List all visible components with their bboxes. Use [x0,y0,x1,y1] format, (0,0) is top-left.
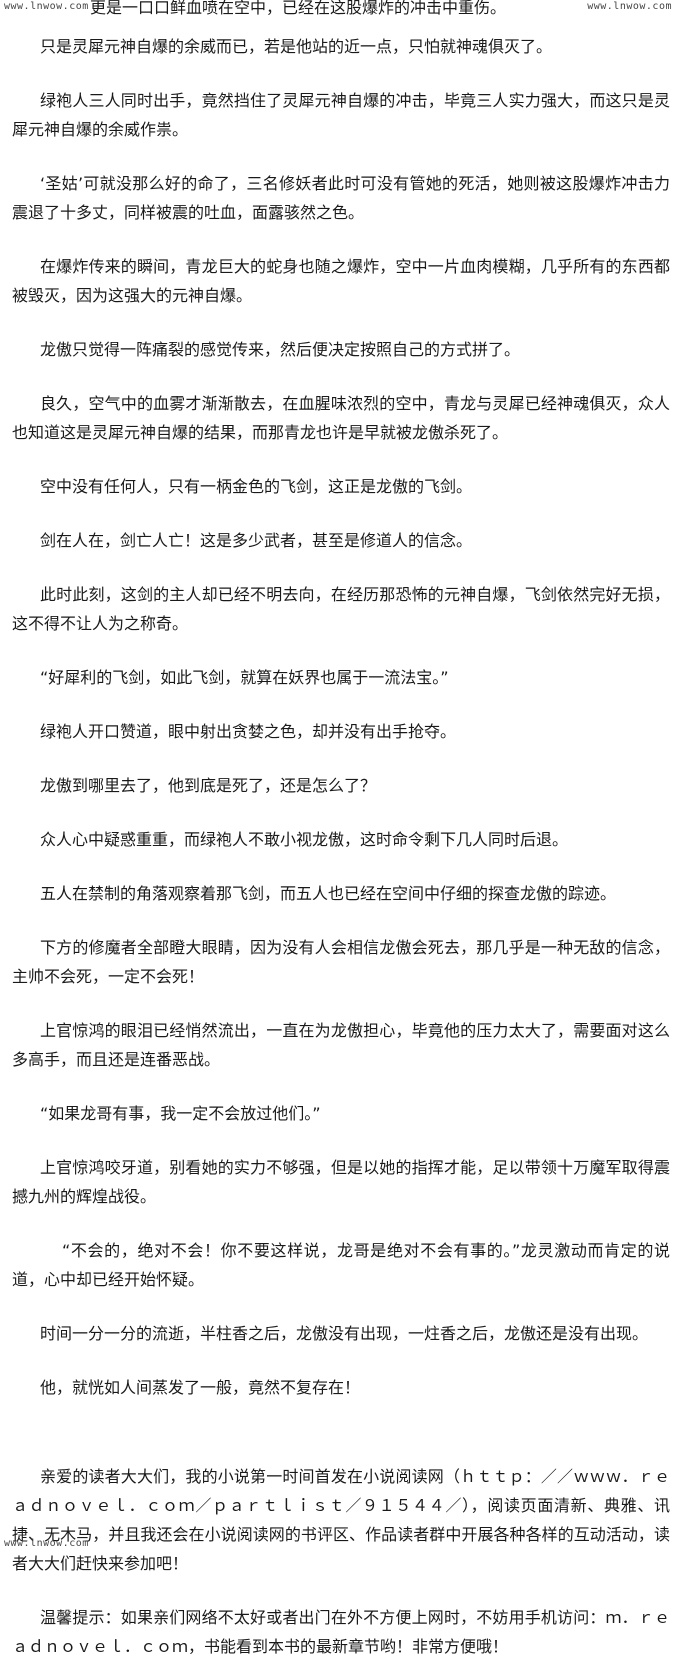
paragraph: 剑在人在，剑亡人亡！这是多少武者，甚至是修道人的信念。 [40,531,473,550]
reader-notice: 亲爱的读者大大们，我的小说第一时间首发在小说阅读网（ｈｔｔｐ：／／ｗｗｗ．ｒｅａ… [12,1467,670,1573]
watermark-top-right: www.lnwow.com [587,1,672,12]
paragraph: 他，就恍如人间蒸发了一般，竟然不复存在！ [40,1378,361,1397]
paragraph: 只是灵犀元神自爆的余威而已，若是他站的近一点，只怕就神魂俱灭了。 [40,37,553,56]
paragraph: 良久，空气中的血雾才渐渐散去，在血腥味浓烈的空中，青龙与灵犀已经神魂俱灭，众人也… [12,394,670,442]
paragraph: 此时此刻，这剑的主人却已经不明去向，在经历那恐怖的元神自爆，飞剑依然完好无损，这… [12,585,670,633]
paragraph: 绿袍人三人同时出手，竟然挡住了灵犀元神自爆的冲击，毕竟三人实力强大，而这只是灵犀… [12,91,670,139]
cut-off-paragraph: 更是一口口鲜血喷在空中，已经在这股爆炸的冲击中重伤。 [90,0,507,17]
paragraph: 绿袍人开口赞道，眼中射出贪婪之色，却并没有出手抢夺。 [40,722,457,741]
watermark-bottom-left: www.lnwow.com [4,1538,89,1549]
paragraph: “好犀利的飞剑，如此飞剑，就算在妖界也属于一流法宝。” [40,668,449,687]
paragraph: 下方的修魔者全部瞪大眼睛，因为没有人会相信龙傲会死去，那几乎是一种无敌的信念，主… [12,938,670,986]
paragraph: 五人在禁制的角落观察着那飞剑，而五人也已经在空间中仔细的探查龙傲的踪迹。 [40,884,617,903]
author-notice: 亲爱的读者大大们，我的小说第一时间首发在小说阅读网（ｈｔｔｐ：／／ｗｗｗ．ｒｅａ… [0,1462,680,1661]
paragraph: 上官惊鸿的眼泪已经悄然流出，一直在为龙傲担心，毕竟他的压力太大了，需要面对这么多… [12,1021,670,1069]
paragraph: 上官惊鸿咬牙道，别看她的实力不够强，但是以她的指挥才能，足以带领十万魔军取得震撼… [12,1158,670,1206]
paragraph: 龙傲到哪里去了，他到底是死了，还是怎么了？ [40,776,377,795]
paragraph: ‘圣姑’可就没那么好的命了，三名修妖者此时可没有管她的死活，她则被这股爆炸冲击力… [12,174,670,222]
paragraph: “不会的，绝对不会！你不要这样说，龙哥是绝对不会有事的。”龙灵激动而肯定的说道，… [12,1241,670,1289]
paragraph: 众人心中疑惑重重，而绿袍人不敢小视龙傲，这时命令剩下几人同时后退。 [40,830,569,849]
paragraph: 空中没有任何人，只有一柄金色的飞剑，这正是龙傲的飞剑。 [40,477,473,496]
chapter-body: 只是灵犀元神自爆的余威而已，若是他站的近一点，只怕就神魂俱灭了。 绿袍人三人同时… [0,32,680,1661]
paragraph: 龙傲只觉得一阵痛裂的感觉传来，然后便决定按照自己的方式拼了。 [40,340,521,359]
watermark-top-left: www.lnwow.com [4,1,89,12]
paragraph: “如果龙哥有事，我一定不会放过他们。” [40,1104,321,1123]
mobile-tip: 温馨提示：如果亲们网络不太好或者出门在外不方便上网时，不妨用手机访问：ｍ．ｒｅａ… [12,1608,670,1656]
paragraph: 在爆炸传来的瞬间，青龙巨大的蛇身也随之爆炸，空中一片血肉模糊，几乎所有的东西都被… [12,257,670,305]
paragraph: 时间一分一分的流逝，半柱香之后，龙傲没有出现，一炷香之后，龙傲还是没有出现。 [40,1324,649,1343]
